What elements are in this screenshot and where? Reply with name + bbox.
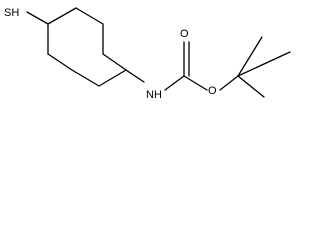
carbonyl-oxygen-label: O	[180, 28, 189, 40]
ring-bond-left	[47, 53, 73, 71]
amine-label: NH	[146, 89, 162, 101]
ring-bond-bottom	[98, 69, 127, 87]
tbutyl-methyl-right	[237, 51, 291, 77]
cyclohexane-ring	[47, 7, 127, 87]
ring-bond-lower-left	[71, 69, 100, 87]
ring-bond-lower-right	[102, 53, 127, 71]
tbutyl-methyl-bottom	[237, 75, 265, 98]
thiol-label: SH	[4, 7, 19, 19]
tbutyl-methyl-top	[237, 36, 263, 77]
ring-bond-top	[75, 7, 104, 25]
chemical-structure-diagram: SH NH O O	[4, 7, 291, 101]
c-o-ester-bond	[183, 75, 208, 91]
c-n-bond	[125, 69, 145, 83]
thiol-bond	[26, 11, 49, 25]
ester-oxygen-label: O	[208, 85, 217, 97]
n-c-bond	[164, 75, 185, 91]
o-tbutyl-bond	[219, 75, 239, 91]
ring-bond-top-left	[47, 7, 77, 25]
